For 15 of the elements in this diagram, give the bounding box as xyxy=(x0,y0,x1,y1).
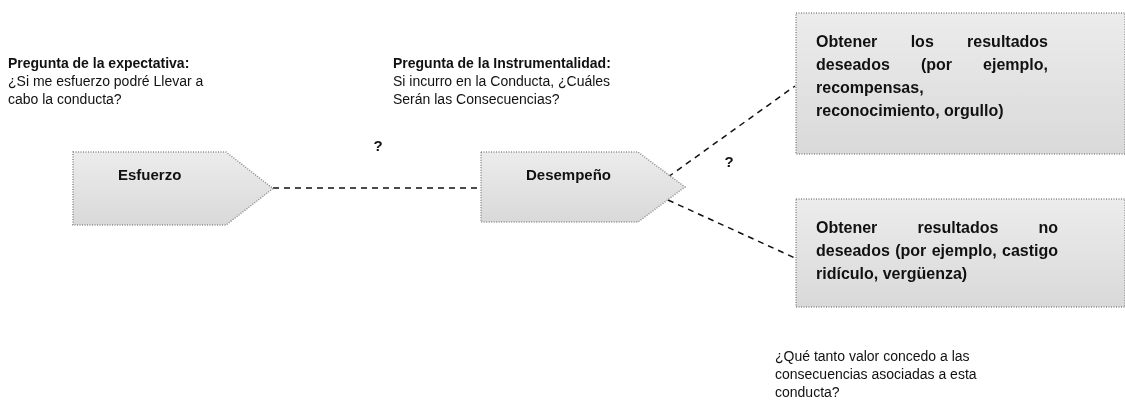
heading-text: Pregunta de la expectativa: xyxy=(8,54,191,72)
question-text: Si incurro en la Conducta, ¿Cuáles Serán las Consecuencias? xyxy=(393,72,612,108)
node-text: Obtener resultados no deseados (por ejemplo, castigo ridículo, vergüenza) xyxy=(816,218,1058,284)
node-text: Obtener los resultados deseados (por ejemplo, recompensas, reconocimiento, orgullo) xyxy=(816,32,1048,121)
question-text: ¿Qué tanto valor concedo a las consecuencias asociadas a esta conducta? xyxy=(775,347,978,401)
outcome-box xyxy=(795,12,1125,155)
outcome-box xyxy=(795,198,1125,308)
pentagon-arrow-box xyxy=(72,151,274,226)
edge-label: ? xyxy=(371,138,385,153)
pentagon-arrow-box xyxy=(480,151,686,223)
dashed-connector xyxy=(667,199,796,259)
question-text: ¿Si me esfuerzo podré Llevar a cabo la conducta? xyxy=(8,72,205,108)
node-text: Esfuerzo xyxy=(118,167,182,182)
heading-text: Pregunta de la Instrumentalidad: xyxy=(393,54,612,72)
node-text: Desempeño xyxy=(526,167,612,182)
